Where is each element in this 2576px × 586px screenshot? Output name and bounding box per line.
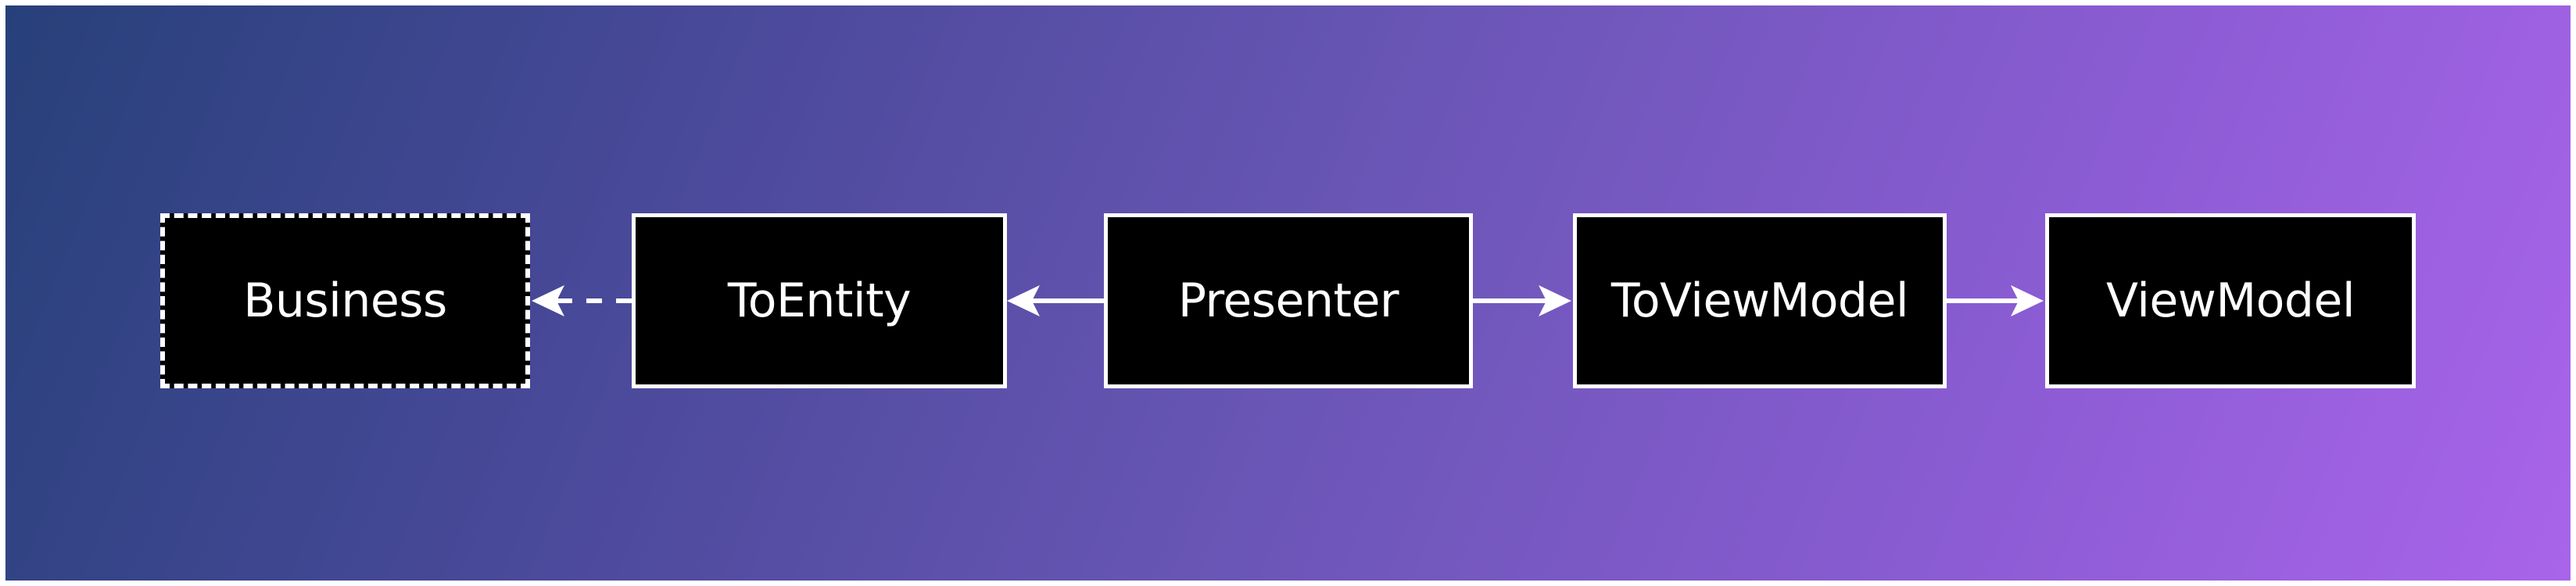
node-business-label: Business bbox=[243, 273, 447, 328]
node-toentity-label: ToEntity bbox=[727, 273, 912, 328]
node-viewmodel: ViewModel bbox=[2045, 213, 2416, 388]
node-viewmodel-label: ViewModel bbox=[2105, 273, 2356, 328]
node-toviewmodel-label: ToViewModel bbox=[1610, 273, 1909, 328]
node-presenter-label: Presenter bbox=[1177, 273, 1399, 328]
node-toentity: ToEntity bbox=[632, 213, 1007, 388]
node-toviewmodel: ToViewModel bbox=[1573, 213, 1947, 388]
node-presenter: Presenter bbox=[1104, 213, 1473, 388]
node-business: Business bbox=[160, 213, 530, 388]
